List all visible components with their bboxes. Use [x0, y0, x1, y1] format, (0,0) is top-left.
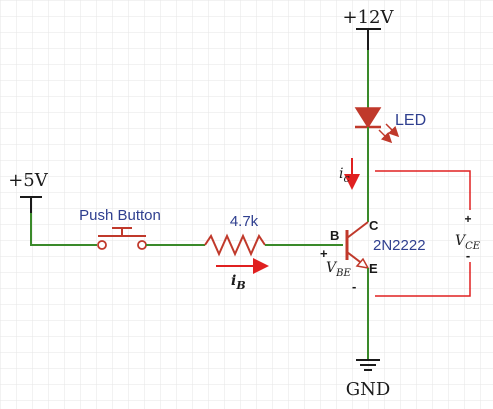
resistor-symbol	[204, 233, 266, 257]
vce-label: VCE	[455, 233, 481, 252]
gnd-label: GND	[346, 379, 391, 400]
vcc5-label: +5V	[8, 170, 49, 191]
vbe-label: VBE	[326, 260, 351, 279]
vbe-minus: -	[352, 279, 356, 294]
resistor-label: 4.7k	[230, 213, 259, 230]
vcc5-supply	[20, 196, 42, 213]
wire-vcc5-button	[30, 213, 97, 246]
ib-label: iB	[231, 273, 246, 292]
collector-pin-label: C	[369, 218, 379, 233]
vce-bracket	[375, 170, 471, 297]
led-label: LED	[395, 112, 426, 129]
vcc12-supply	[356, 28, 381, 50]
ground-symbol	[356, 359, 380, 371]
vbe-plus: +	[320, 246, 328, 261]
transistor-label: 2N2222	[373, 237, 426, 254]
ic-label: ic	[339, 166, 350, 185]
base-pin-label: B	[330, 228, 339, 243]
emitter-pin-label: E	[369, 261, 378, 276]
vce-minus: -	[466, 248, 470, 263]
vcc12-label: +12V	[343, 7, 395, 28]
vce-plus: +	[464, 212, 471, 226]
push-button-label: Push Button	[79, 207, 161, 224]
transistor-symbol	[345, 221, 370, 270]
